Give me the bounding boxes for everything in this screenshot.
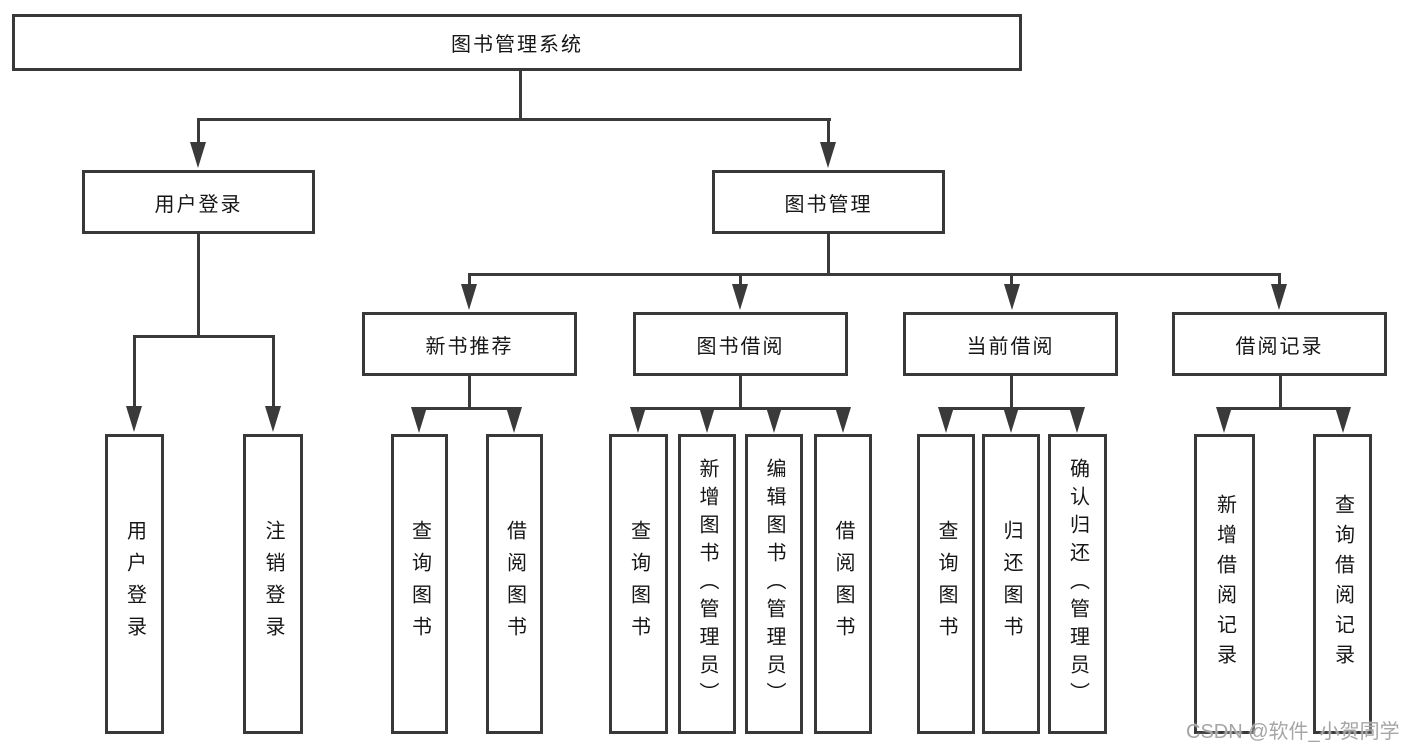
edge-to-user-login-leaf	[133, 335, 136, 410]
arrowhead-icon	[630, 407, 646, 433]
arrowhead-icon	[1069, 407, 1085, 433]
node-leaf-add-book-admin: 新增图书（管理员）	[678, 434, 736, 734]
node-leaf-query-book: 查询图书	[391, 434, 448, 734]
node-borrow-record: 借阅记录	[1172, 312, 1387, 376]
edge-book-mgmt-stem	[827, 234, 830, 276]
edge-root-rail	[197, 118, 831, 121]
edge-book-mgmt-rail	[468, 273, 1281, 276]
edge-to-current-borrow	[1010, 273, 1013, 287]
node-leaf-logout: 注销登录	[243, 434, 303, 734]
edge-user-login-stem	[197, 233, 200, 338]
node-label: 确认归还（管理员）	[1066, 458, 1089, 710]
node-library-system: 图书管理系统	[12, 14, 1022, 71]
edge-current-borrow-stem	[1010, 376, 1013, 410]
node-leaf-query-book: 查询图书	[609, 434, 668, 734]
node-leaf-borrow-book: 借阅图书	[814, 434, 872, 734]
node-current-borrow: 当前借阅	[903, 312, 1118, 376]
arrowhead-icon	[1335, 407, 1351, 433]
node-new-book-recommend: 新书推荐	[362, 312, 577, 376]
arrowhead-icon	[265, 406, 281, 432]
node-leaf-edit-book-admin: 编辑图书（管理员）	[745, 434, 803, 734]
node-user-login: 用户登录	[82, 170, 315, 234]
arrowhead-icon	[1216, 407, 1232, 433]
edge-to-logout-leaf	[272, 335, 275, 410]
node-label: 图书管理系统	[451, 34, 583, 56]
arrowhead-icon	[126, 406, 142, 432]
node-label: 查询图书	[935, 520, 957, 648]
node-label: 图书管理	[784, 193, 873, 216]
arrowhead-icon	[820, 142, 836, 168]
edge-root-stem	[519, 70, 522, 121]
arrowhead-icon	[1004, 284, 1020, 310]
node-label: 归还图书	[1000, 520, 1022, 648]
node-label: 图书借阅	[696, 335, 785, 358]
edge-to-borrow-record	[1278, 273, 1281, 287]
node-leaf-return-book: 归还图书	[982, 434, 1040, 734]
arrowhead-icon	[699, 407, 715, 433]
node-label: 当前借阅	[966, 335, 1055, 358]
node-label: 新书推荐	[425, 335, 514, 358]
node-label: 注销登录	[262, 520, 284, 648]
edge-borrow-record-rail	[1223, 407, 1345, 410]
edge-to-new-book	[468, 273, 471, 287]
arrowhead-icon	[506, 407, 522, 433]
node-leaf-user-login: 用户登录	[105, 434, 164, 734]
node-label: 借阅记录	[1235, 335, 1324, 358]
node-book-borrow: 图书借阅	[633, 312, 848, 376]
node-label: 用户登录	[123, 520, 146, 648]
arrowhead-icon	[732, 284, 748, 310]
arrowhead-icon	[1271, 284, 1287, 310]
node-book-management: 图书管理	[712, 170, 945, 234]
edge-borrow-record-stem	[1279, 376, 1282, 410]
node-label: 查询借阅记录	[1331, 494, 1354, 674]
edge-root-to-book-mgmt	[827, 118, 830, 146]
node-label: 查询图书	[408, 520, 431, 648]
edge-book-borrow-rail	[637, 407, 846, 410]
node-leaf-add-borrow-record: 新增借阅记录	[1194, 434, 1255, 734]
node-label: 借阅图书	[503, 520, 526, 648]
node-leaf-query-borrow-record: 查询借阅记录	[1313, 434, 1372, 734]
arrowhead-icon	[766, 407, 782, 433]
edge-root-to-user-login	[197, 118, 200, 146]
arrowhead-icon	[835, 407, 851, 433]
node-label: 新增借阅记录	[1213, 494, 1236, 674]
arrowhead-icon	[1003, 407, 1019, 433]
edge-user-login-rail	[133, 335, 275, 338]
arrowhead-icon	[938, 407, 954, 433]
node-leaf-borrow-book: 借阅图书	[486, 434, 543, 734]
node-label: 新增图书（管理员）	[696, 458, 718, 710]
edge-book-borrow-stem	[739, 376, 742, 410]
edge-new-book-rail	[418, 407, 517, 410]
arrowhead-icon	[411, 407, 427, 433]
edge-to-book-borrow	[739, 273, 742, 287]
node-leaf-query-book: 查询图书	[917, 434, 975, 734]
node-label: 用户登录	[154, 193, 243, 216]
csdn-watermark: CSDN @软件_小贺同学	[1186, 721, 1400, 743]
edge-new-book-stem	[468, 376, 471, 410]
node-label: 借阅图书	[832, 520, 854, 648]
arrowhead-icon	[461, 284, 477, 310]
node-leaf-confirm-return-admin: 确认归还（管理员）	[1048, 434, 1107, 734]
node-label: 查询图书	[627, 520, 650, 648]
arrowhead-icon	[190, 142, 206, 168]
node-label: 编辑图书（管理员）	[763, 458, 785, 710]
